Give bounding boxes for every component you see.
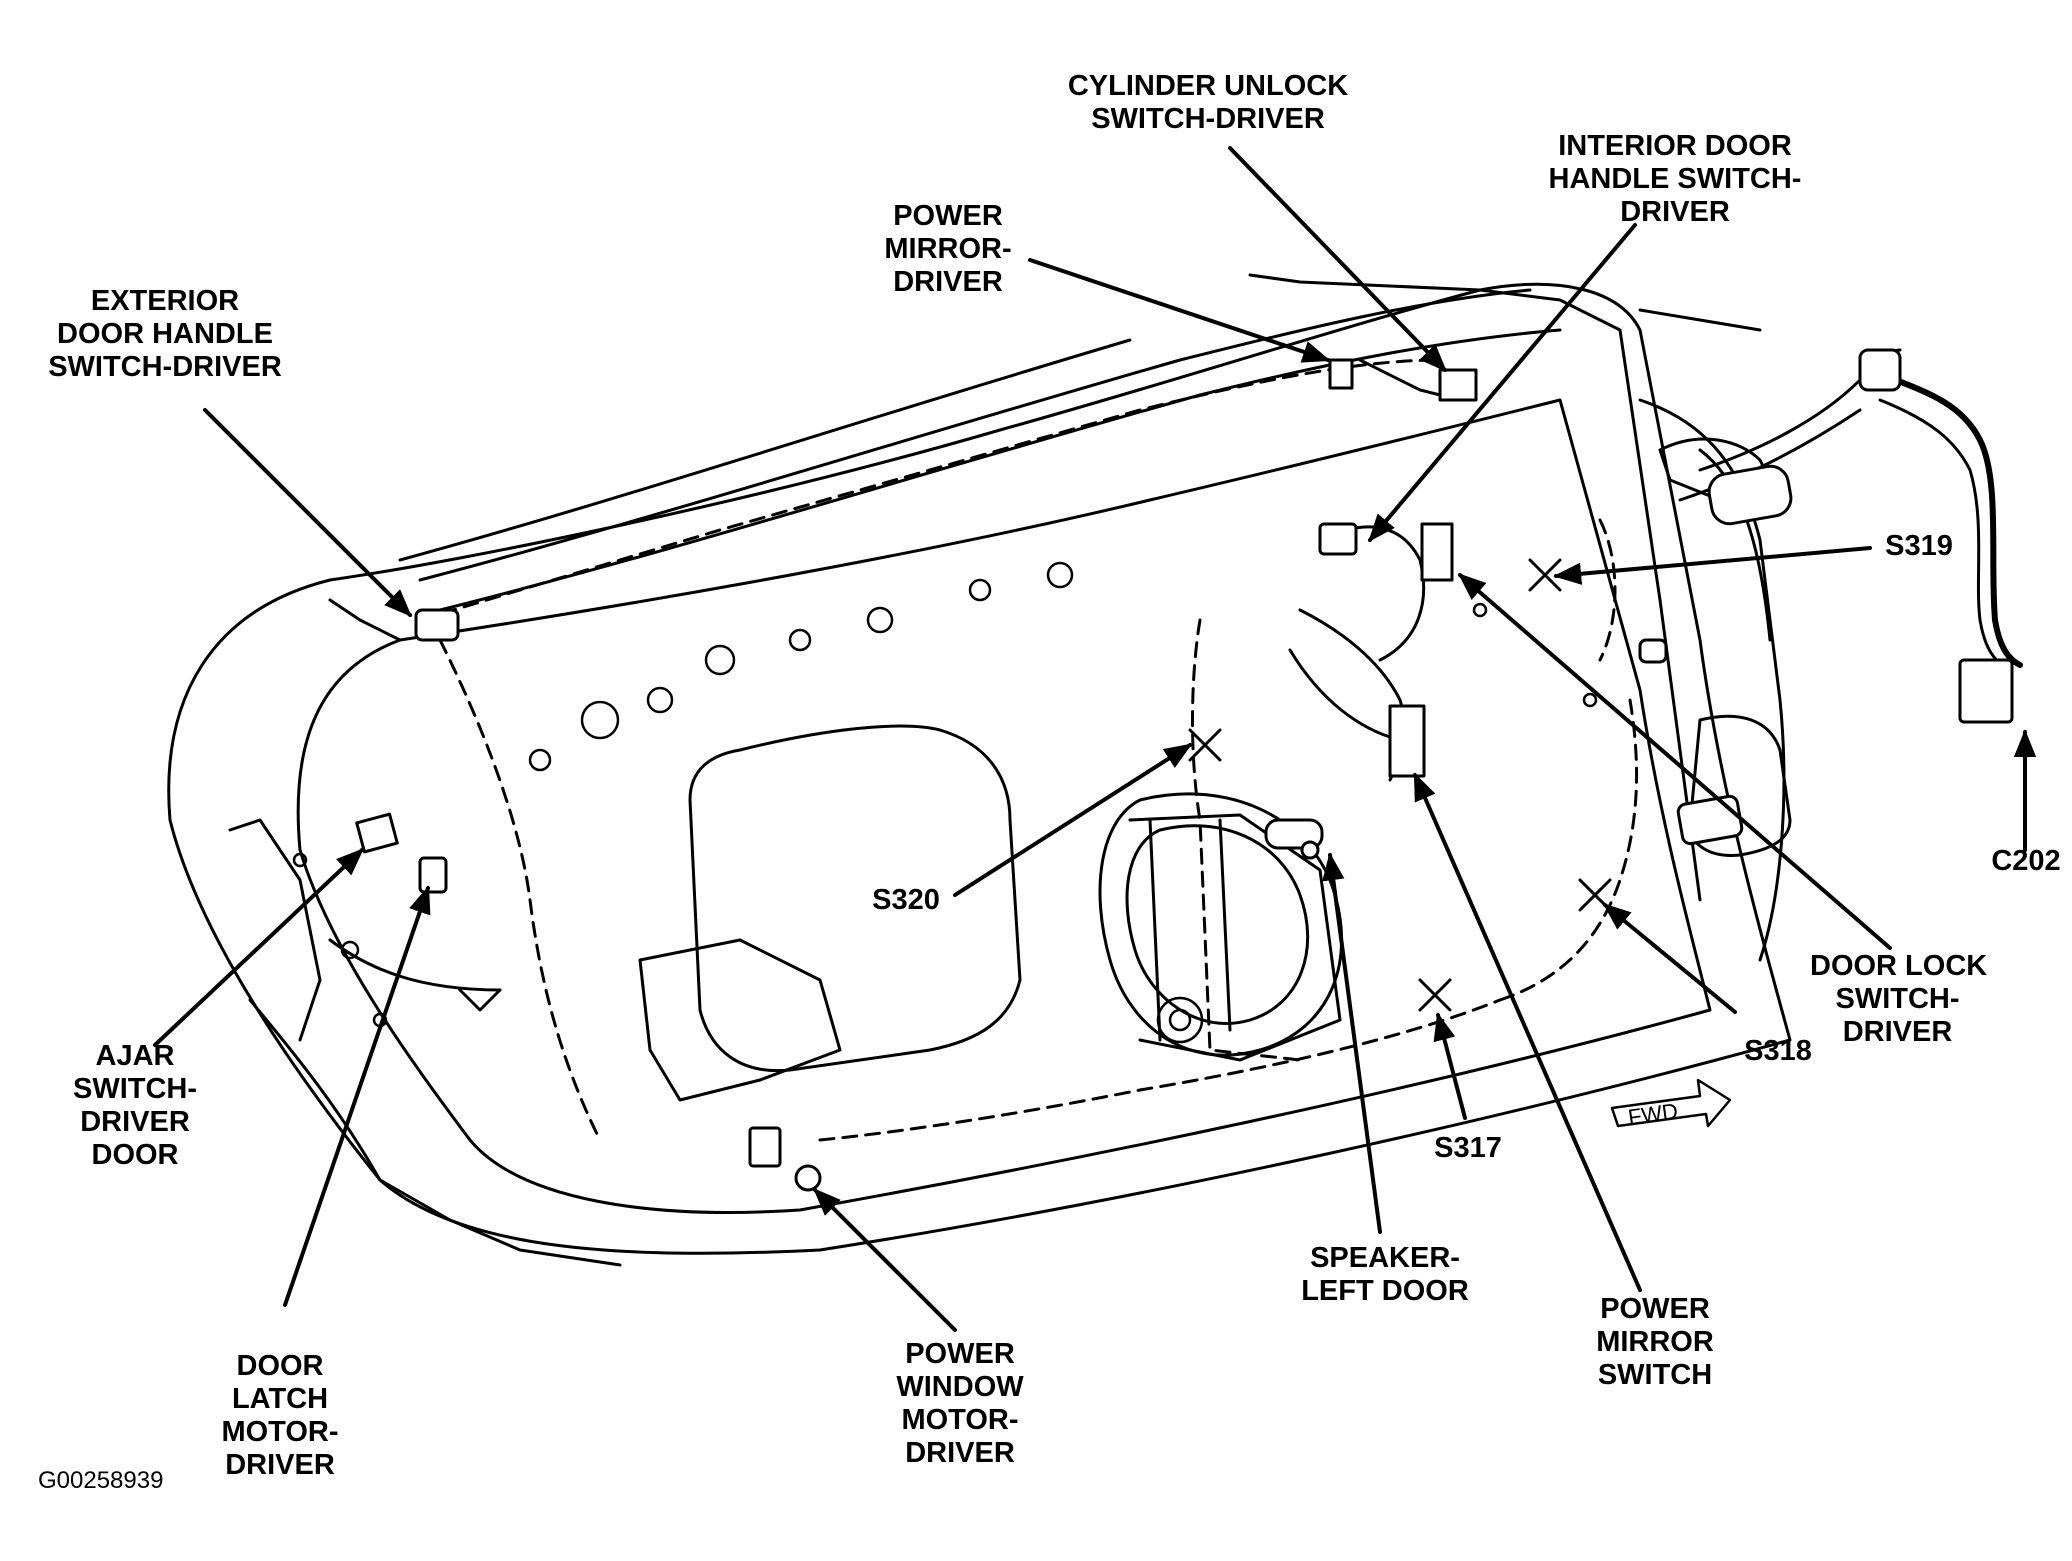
figure-id: G00258939 [38, 1467, 164, 1494]
arrow-s319 [1553, 546, 1872, 585]
label-interior-door-handle: INTERIOR DOOR HANDLE SWITCH- DRIVER [1548, 130, 1802, 228]
arrow-s320 [953, 743, 1193, 897]
wiring-harness [418, 358, 1639, 1142]
label-cylinder-unlock: CYLINDER UNLOCK SWITCH-DRIVER [1067, 70, 1349, 135]
leader-arrows [153, 146, 2037, 1332]
fwd-badge: FWD [1610, 1078, 1732, 1130]
panel-holes [292, 561, 1598, 1044]
label-power-window-motor: POWER WINDOW MOTOR- DRIVER [896, 1338, 1024, 1469]
arrow-speaker [1322, 852, 1382, 1234]
label-speaker-left-door: SPEAKER- LEFT DOOR [1301, 1242, 1469, 1307]
arrow-s317 [1433, 1012, 1467, 1120]
label-ajar-switch: AJAR SWITCH- DRIVER DOOR [72, 1040, 198, 1171]
arrow-exterior-handle [203, 408, 412, 617]
wiring-solid [1288, 348, 2023, 782]
label-power-mirror-switch: POWER MIRROR SWITCH [1596, 1293, 1714, 1391]
arrow-cylinder-unlock [1228, 146, 1447, 373]
label-door-latch-motor: DOOR LATCH MOTOR- DRIVER [221, 1350, 339, 1481]
door-outline [167, 273, 1792, 1267]
label-c202: C202 [1991, 845, 2061, 877]
label-s317: S317 [1434, 1132, 1502, 1164]
arrow-door-latch-motor [283, 885, 431, 1307]
label-exterior-door-handle: EXTERIOR DOOR HANDLE SWITCH-DRIVER [48, 285, 282, 383]
label-door-lock-switch: DOOR LOCK SWITCH- DRIVER [1810, 950, 1988, 1048]
splice-marks [1188, 558, 1612, 1012]
arrow-power-mirror-driver [1028, 258, 1331, 363]
arrow-s318 [1602, 903, 1737, 1014]
label-s318: S318 [1744, 1035, 1812, 1067]
arrow-ajar-switch [153, 848, 365, 1047]
arrow-power-window-motor [813, 1188, 957, 1332]
label-power-mirror-driver: POWER MIRROR- DRIVER [884, 200, 1012, 298]
label-s319: S319 [1885, 530, 1953, 562]
fwd-badge-text: FWD [1626, 1098, 1679, 1130]
arrow-door-lock-switch [1457, 573, 1892, 950]
label-s320: S320 [872, 884, 940, 916]
components [355, 348, 2014, 1192]
arrow-interior-handle [1368, 223, 1637, 543]
arrow-power-mirror-switch [1413, 772, 1642, 1292]
